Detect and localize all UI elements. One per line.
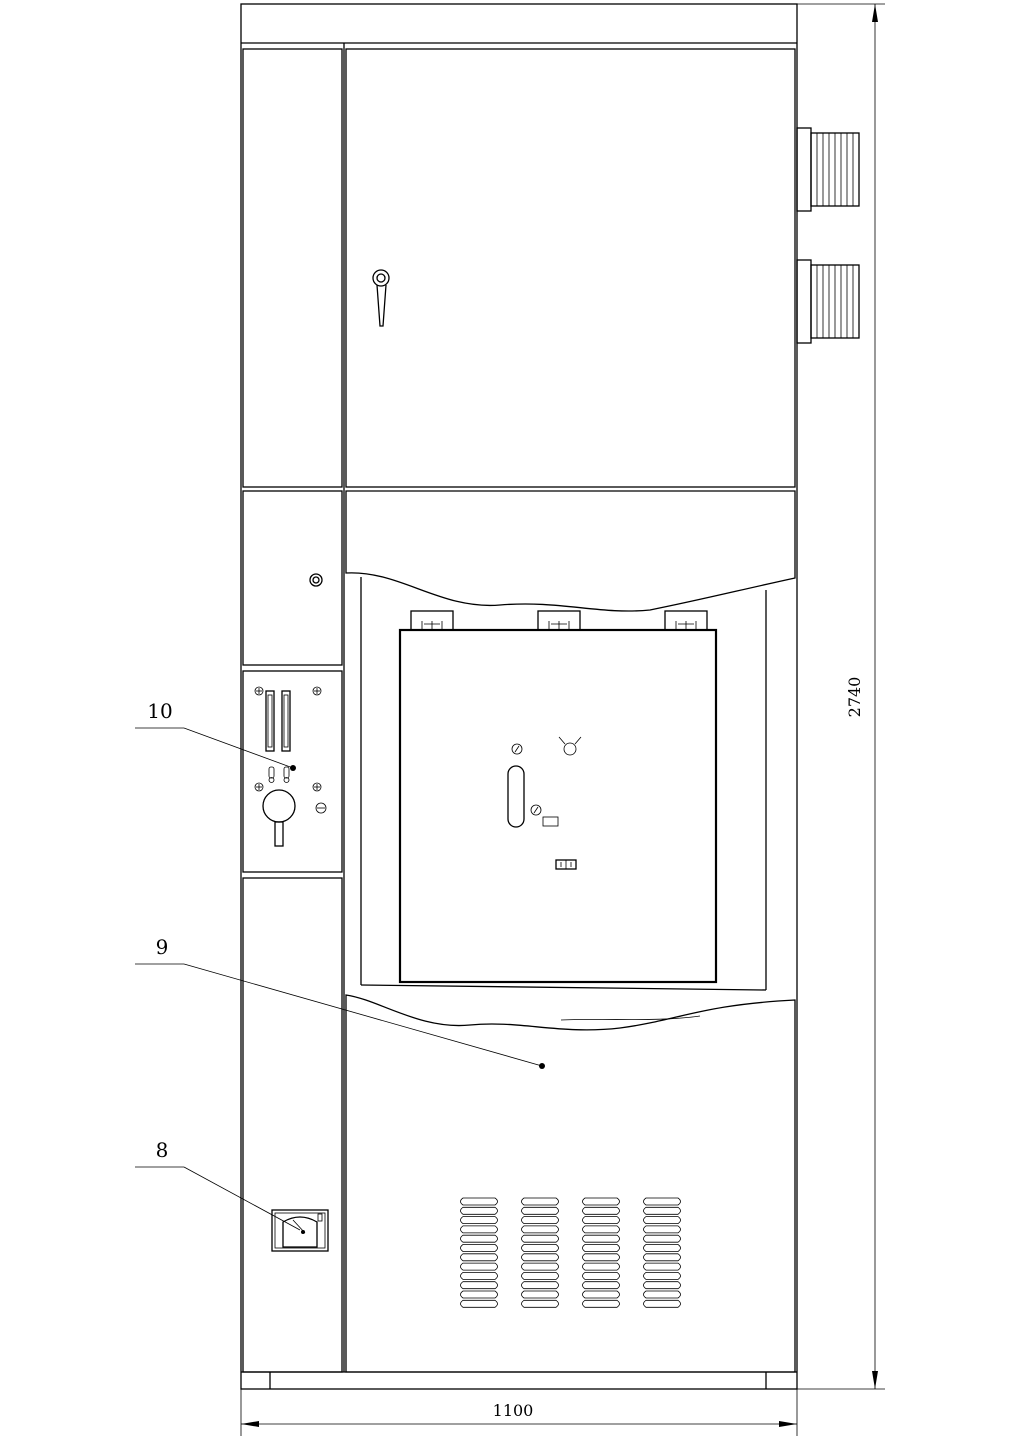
callout-label-10: 10 [147,699,172,723]
door-handle-icon [372,269,390,327]
louvre-slot [460,1206,498,1215]
louvre-slot [582,1216,620,1224]
height-dimension: 2740 [845,677,864,718]
breaker-contact-icon [410,610,708,631]
cable-gland-lower [796,259,860,344]
callout-leaders [135,727,543,1231]
louvre-slot [521,1272,559,1280]
louvre-slot [643,1290,681,1299]
louvre-slot [643,1244,681,1252]
louvre-slot [582,1281,620,1290]
louvre-slot [643,1299,681,1308]
louvre-slot [521,1244,559,1252]
left-panels [242,48,343,1373]
counter-icon [530,804,542,816]
louvre-slot [582,1225,620,1234]
louvre-slot [460,1281,498,1290]
louvre-slot [582,1253,620,1262]
louvre-slot [582,1262,620,1271]
key-lock-icon [315,802,327,814]
louvre-slot [460,1272,498,1280]
louvre-slot [460,1216,498,1224]
indicator-strip-icon [265,690,291,752]
louvre-slot [582,1290,620,1299]
louvre-slot [582,1244,620,1252]
breaker-unit [398,610,718,984]
control-switch-icon [262,789,296,847]
louvre-slot [582,1234,620,1243]
spring-indicator-icon [511,743,523,755]
louvre-slot [643,1216,681,1224]
louvre-slot [521,1197,559,1206]
width-dimension: 1100 [493,1401,534,1420]
louvre-slot [521,1290,559,1299]
louvre-slot [643,1206,681,1215]
ventilation-louvres [460,1197,681,1308]
louvre-slot [521,1262,559,1271]
louvre-slot [460,1262,498,1271]
louvre-slot [521,1281,559,1290]
callout-label-9: 9 [156,935,169,959]
louvre-slot [582,1197,620,1206]
louvre-slot [582,1299,620,1308]
callout-label-8: 8 [156,1138,169,1162]
louvre-slot [643,1281,681,1290]
upper-door [345,48,796,488]
breaker-compartment [345,490,796,991]
position-indicator-icon [558,736,582,756]
louvre-slot [521,1216,559,1224]
louvre-slot [521,1225,559,1234]
panel-lock-icon [309,573,323,587]
louvre-slot [521,1299,559,1308]
louvre-slot [460,1299,498,1308]
ammeter [271,1209,329,1252]
control-panel [254,686,327,847]
cable-gland-upper [796,127,860,212]
louvre-slot [460,1290,498,1299]
louvre-slot [460,1253,498,1262]
width-dimension-line [240,1389,798,1436]
louvre-slot [643,1197,681,1206]
louvre-slot [643,1253,681,1262]
louvre-slot [521,1206,559,1215]
louvre-slot [643,1234,681,1243]
louvre-slot [582,1272,620,1280]
louvre-slot [521,1253,559,1262]
louvre-slot [521,1234,559,1243]
louvre-slot [643,1262,681,1271]
louvre-slot [460,1197,498,1206]
operating-slot [507,765,525,828]
open-close-indicator-icon [555,859,577,870]
indicator-lamp-icon [268,766,290,783]
louvre-slot [460,1225,498,1234]
screw-icon [254,686,322,792]
height-dimension-line [797,3,885,1390]
louvre-slot [643,1272,681,1280]
lower-door [345,994,796,1373]
louvre-slot [582,1206,620,1215]
louvre-slot [643,1225,681,1234]
louvre-slot [460,1244,498,1252]
cabinet-frame [240,3,798,1390]
status-window [542,816,559,827]
louvre-slot [460,1234,498,1243]
